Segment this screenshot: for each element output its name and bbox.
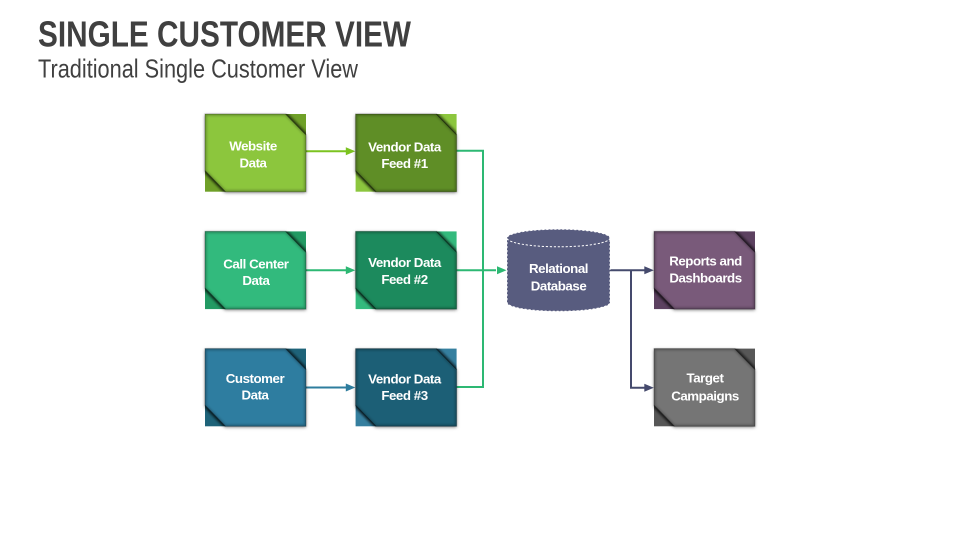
svg-text:Customer: Customer [226,371,285,386]
svg-text:Reports and: Reports and [669,254,742,269]
svg-text:Traditional Single Customer Vi: Traditional Single Customer View [38,54,358,84]
svg-text:Data: Data [242,273,270,288]
svg-text:Feed #1: Feed #1 [381,156,428,171]
svg-text:Vendor Data: Vendor Data [368,255,442,270]
svg-text:Database: Database [531,278,587,293]
svg-text:Feed #3: Feed #3 [381,388,427,403]
svg-text:Call Center: Call Center [223,257,289,272]
svg-text:Feed #2: Feed #2 [381,272,427,287]
svg-text:Website: Website [229,139,277,154]
svg-text:Vendor Data: Vendor Data [368,139,442,154]
svg-text:Campaigns: Campaigns [671,388,739,403]
svg-text:Relational: Relational [529,261,588,276]
svg-text:SINGLE CUSTOMER VIEW: SINGLE CUSTOMER VIEW [38,14,411,55]
svg-text:Vendor Data: Vendor Data [368,371,442,386]
svg-text:Data: Data [241,388,269,403]
svg-text:Data: Data [239,155,267,170]
svg-text:Dashboards: Dashboards [669,270,741,285]
svg-text:Target: Target [687,371,725,386]
